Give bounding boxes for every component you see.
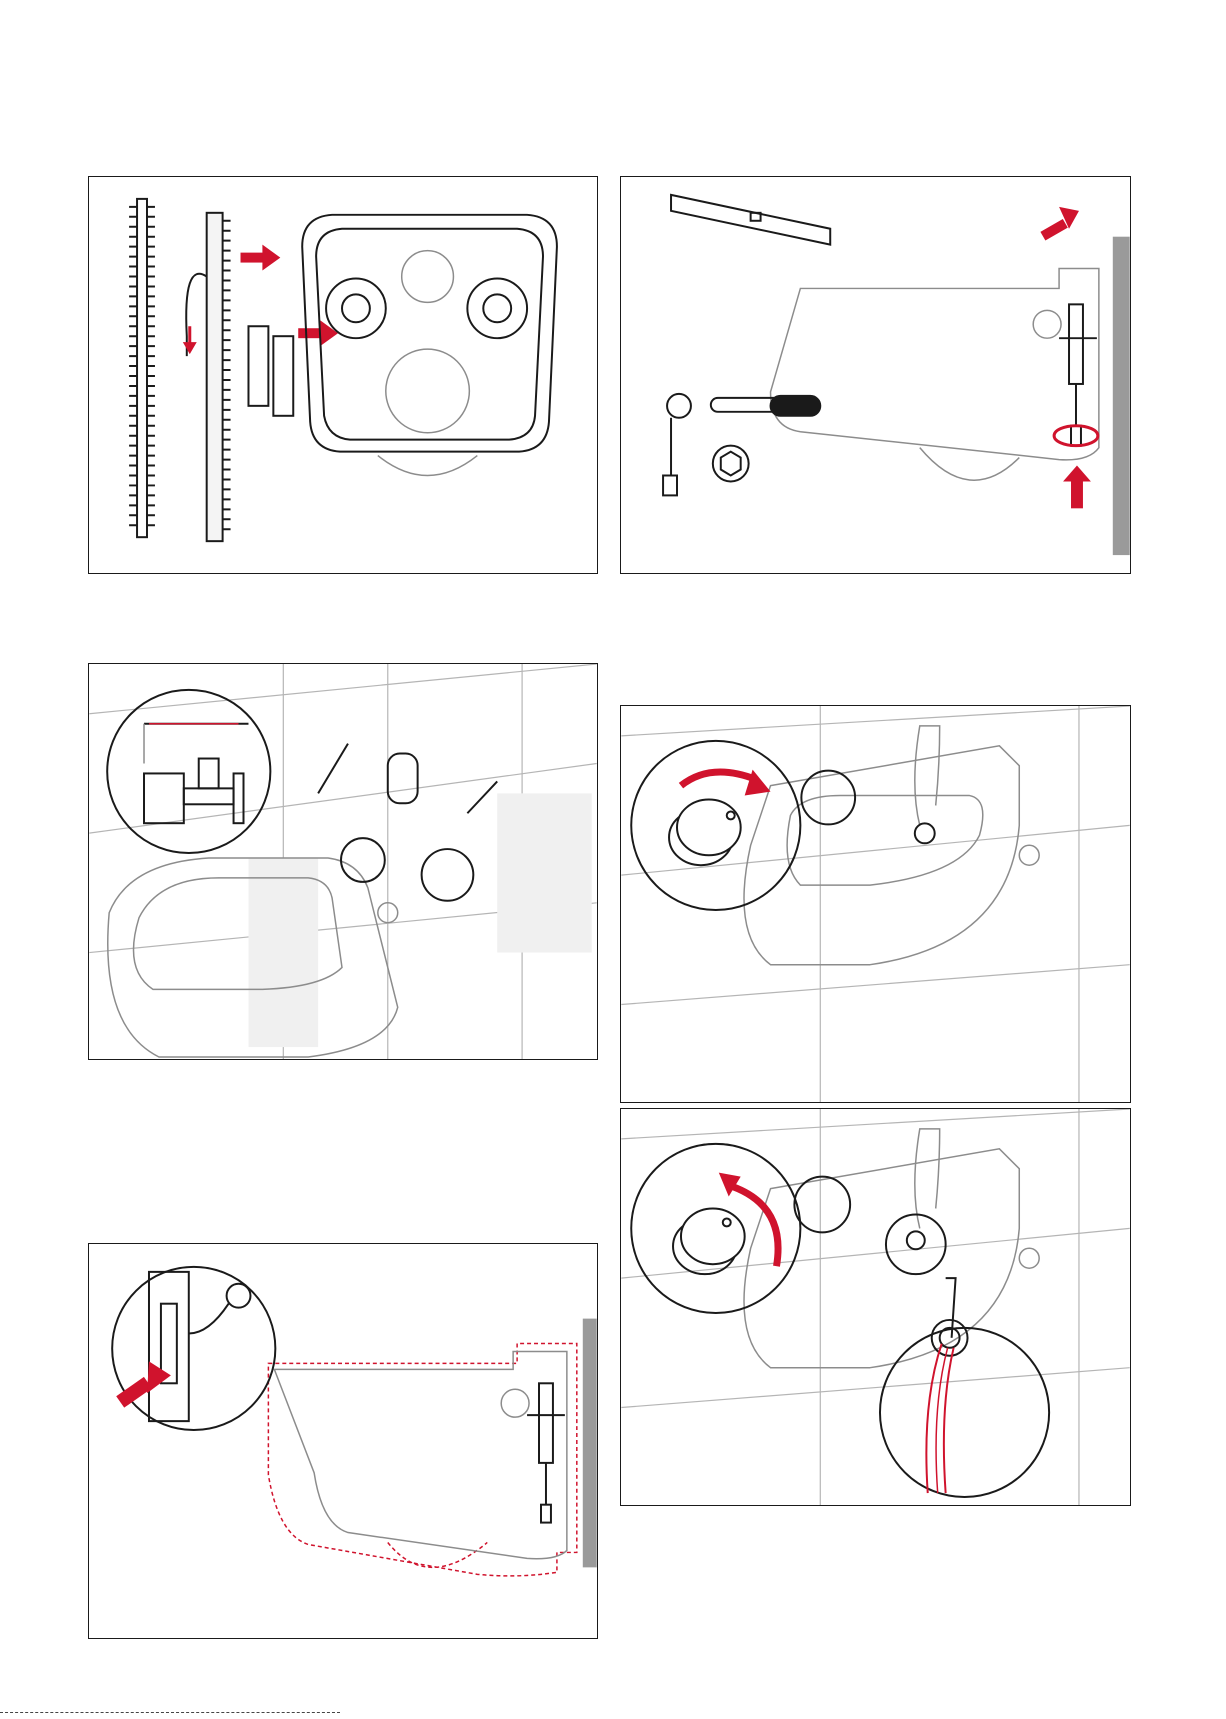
- panel-water-rinse: [620, 1108, 1131, 1506]
- panel-hose-connection: [88, 1243, 598, 1639]
- panel-toilet-mounting: [620, 176, 1131, 574]
- footer-rule: [0, 1712, 340, 1713]
- toilet-mounting-icon: [621, 177, 1130, 573]
- water-connection-icon: [89, 664, 597, 1059]
- panel-flush-button-clockwise: [620, 705, 1131, 1103]
- frame-template-icon: [89, 177, 597, 573]
- panel-water-connection: [88, 663, 598, 1060]
- panel-frame-templates: [88, 176, 598, 574]
- hose-connection-icon: [89, 1244, 597, 1638]
- flush-button-turn-icon: [621, 706, 1130, 1102]
- water-rinse-icon: [621, 1109, 1130, 1505]
